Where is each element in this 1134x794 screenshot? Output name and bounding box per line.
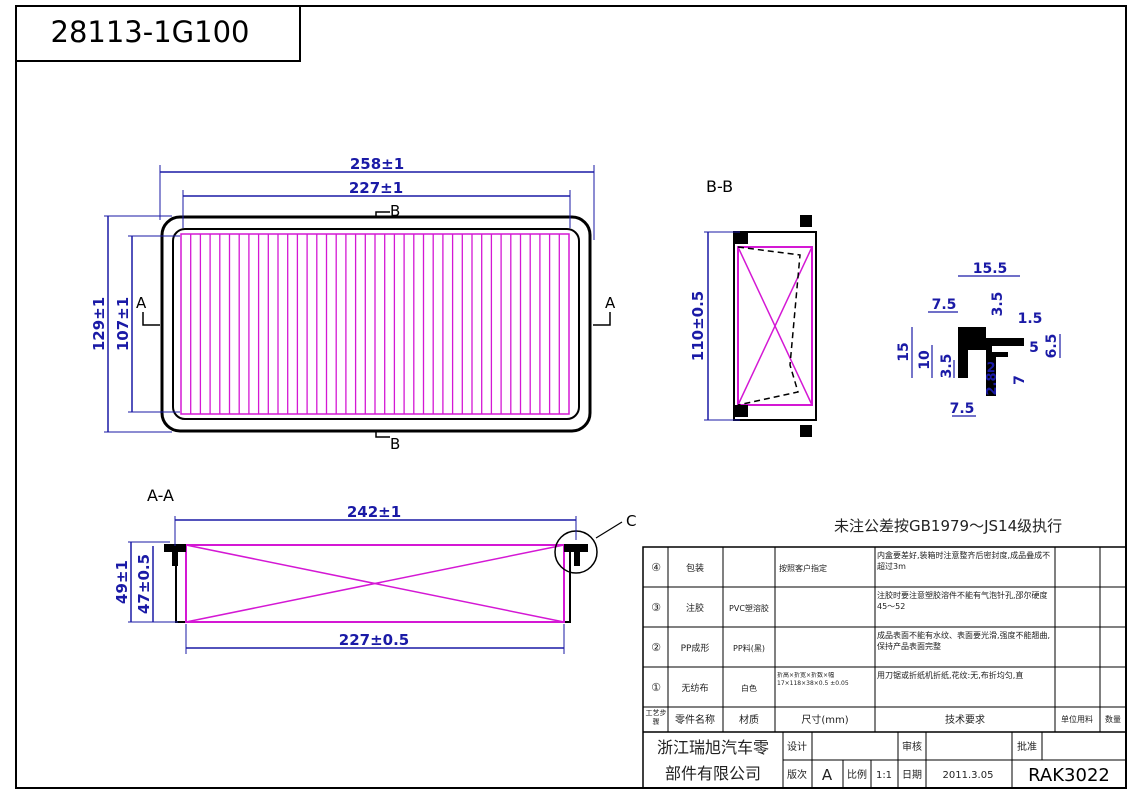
section-aa-view: A-A C 242±1 227±0.5 49±1 47±0.5 <box>113 486 636 654</box>
drawing-number: RAK3022 <box>1028 765 1110 786</box>
row-no: ④ <box>651 561 661 574</box>
company-name-line1: 浙江瑞旭汽车零 <box>657 738 769 757</box>
dim-aa-top-width: 242±1 <box>347 503 401 521</box>
detail-dim-2: 2 <box>986 361 995 376</box>
row-no: ② <box>651 641 661 654</box>
table-row: ③ 注胶 PVC塑溶胶 注胶时要注意塑胶溶件不能有气泡针孔,邵尔硬度45～52 <box>651 591 1048 614</box>
design-label: 设计 <box>787 740 807 753</box>
dim-inner-width: 227±1 <box>349 179 403 197</box>
detail-dim-2-8: 2.8 <box>985 372 1000 395</box>
table-rows: ④ 包装 按照客户指定 内盒要差好,装箱时注意整齐后密封度,成品叠成不超过3m … <box>645 551 1122 786</box>
dim-outer-width: 258±1 <box>350 155 404 173</box>
dim-outer-height: 129±1 <box>90 297 108 351</box>
section-bb-view: B-B 110±0.5 <box>689 177 817 437</box>
detail-dim-1-5: 1.5 <box>1018 311 1043 327</box>
part-number: 28113-1G100 <box>51 15 250 49</box>
top-view: 258±1 227±1 129±1 107±1 B B A A <box>90 155 616 453</box>
row-material: PVC塑溶胶 <box>729 603 769 613</box>
table-row: ② PP成形 PP料(黑) 成品表面不能有水纹、表面要光滑,强度不能翘曲,保持产… <box>651 631 1051 654</box>
dim-aa-panel-height: 47±0.5 <box>135 554 153 614</box>
bb-seal-top <box>800 215 812 227</box>
header-unit-usage: 单位用料 <box>1061 714 1093 724</box>
date-label: 日期 <box>902 769 922 781</box>
header-step: 工艺步骤 <box>645 709 667 726</box>
detail-dim-15-5: 15.5 <box>973 261 1008 277</box>
detail-c-view: 15.5 7.5 3.5 1.5 15 10 3.5 5 6.5 2 2.8 7… <box>896 261 1061 417</box>
header-part-name: 零件名称 <box>675 713 715 726</box>
aa-media <box>185 544 565 623</box>
dim-inner-height: 107±1 <box>114 297 132 351</box>
detail-dim-7-5-bottom: 7.5 <box>950 401 975 417</box>
header-material: 材质 <box>739 713 759 726</box>
review-label: 审核 <box>902 740 922 753</box>
detail-dim-7-5-top: 7.5 <box>932 297 957 313</box>
part-number-box <box>15 5 301 62</box>
row-material: 白色 <box>741 683 757 693</box>
date-value: 2011.3.05 <box>943 770 994 781</box>
section-b-top-label: B <box>390 202 400 220</box>
scale-label: 比例 <box>847 768 867 781</box>
detail-c-callout: C <box>626 512 636 530</box>
row-step: 包装 <box>686 562 704 574</box>
version-value: A <box>822 766 833 784</box>
detail-dim-3-5-left: 3.5 <box>939 354 955 379</box>
row-no: ① <box>651 681 661 694</box>
table-row: ④ 包装 按照客户指定 内盒要差好,装箱时注意整齐后密封度,成品叠成不超过3m <box>651 551 1051 574</box>
detail-dim-6-5: 6.5 <box>1044 334 1060 359</box>
header-requirement: 技术要求 <box>945 713 985 726</box>
detail-dim-3-5-top: 3.5 <box>990 292 1006 317</box>
section-b-bottom-label: B <box>390 435 400 453</box>
detail-dim-15: 15 <box>896 342 912 361</box>
dim-aa-total-height: 49±1 <box>113 560 131 604</box>
detail-dim-10: 10 <box>917 350 933 370</box>
row-requirement: 成品表面不能有水纹、表面要光滑,强度不能翘曲,保持产品表面完整 <box>877 631 1051 651</box>
section-a-left-label: A <box>136 294 147 312</box>
row-material: PP料(黑) <box>733 643 765 653</box>
row-step: 无纺布 <box>681 682 708 694</box>
section-bb-media <box>737 246 813 406</box>
section-a-right-label: A <box>605 294 616 312</box>
header-size: 尺寸(mm) <box>801 713 848 726</box>
version-label: 版次 <box>787 768 807 781</box>
detail-dim-5: 5 <box>1029 340 1039 356</box>
approve-label: 批准 <box>1017 740 1037 753</box>
process-table <box>642 546 1127 789</box>
row-step: PP成形 <box>681 642 710 654</box>
table-row: ① 无纺布 白色 折高×折宽×折数×幅 17×118×38×0.5 ±0.05 … <box>651 671 1024 694</box>
tolerance-note: 未注公差按GB1979～JS14级执行 <box>834 517 1062 535</box>
top-view-outer-frame <box>160 215 592 433</box>
row-requirement: 内盒要差好,装箱时注意整齐后密封度,成品叠成不超过3m <box>877 551 1051 571</box>
row-requirement: 用刀锯或折纸机折纸,花纹:无,布折均匀,直 <box>877 671 1024 680</box>
header-quantity: 数量 <box>1105 714 1121 724</box>
row-requirement: 注胶时要注意塑胶溶件不能有气泡针孔,邵尔硬度45～52 <box>877 591 1048 611</box>
row-no: ③ <box>651 601 661 614</box>
filter-pleats <box>190 234 560 414</box>
dim-aa-bottom-width: 227±0.5 <box>339 631 409 649</box>
section-bb-outline <box>733 231 817 421</box>
scale-value: 1:1 <box>876 770 892 781</box>
company-name-line2: 部件有限公司 <box>665 764 761 783</box>
sheet-border <box>15 5 1127 789</box>
dim-bb-height: 110±0.5 <box>689 291 707 361</box>
row-step: 注胶 <box>686 602 704 614</box>
row-size: 按照客户指定 <box>779 563 827 573</box>
detail-dim-7: 7 <box>1012 375 1028 385</box>
section-bb-title: B-B <box>706 177 733 196</box>
section-aa-title: A-A <box>147 486 174 505</box>
row-size: 折高×折宽×折数×幅 17×118×38×0.5 ±0.05 <box>777 672 849 687</box>
bb-seal-bottom <box>800 425 812 437</box>
top-view-inner-frame <box>172 228 580 420</box>
